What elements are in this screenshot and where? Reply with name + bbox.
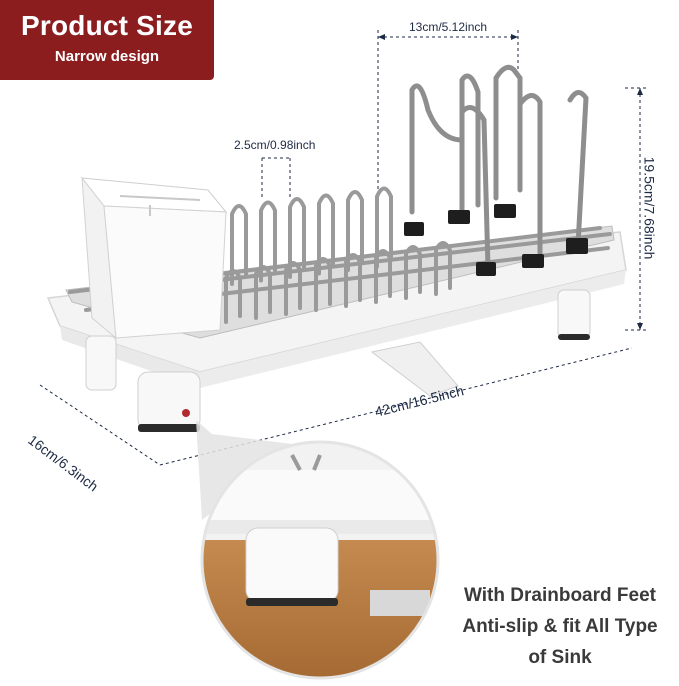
- plate-wire-front: [284, 261, 302, 316]
- plate-wire-front: [374, 249, 392, 304]
- drain-spout: [370, 341, 459, 397]
- product-size-badge: Product Size Narrow design: [0, 0, 214, 80]
- plate-wire-back: [375, 186, 393, 269]
- feet-caption: With Drainboard Feet Anti-slip & fit All…: [440, 580, 679, 673]
- caption-line-1: With Drainboard Feet: [464, 585, 656, 606]
- plate-wire-front: [434, 241, 452, 296]
- badge-title: Product Size: [21, 10, 193, 41]
- rack-feet: [85, 289, 591, 432]
- badge-subtitle: Narrow design: [54, 48, 160, 65]
- plate-wire-back: [346, 190, 364, 272]
- height-label: 19.5cm/7.68inch: [641, 156, 658, 260]
- caption-line-2: Anti-slip & fit All Type: [462, 616, 658, 637]
- spacing-plate-label: 2.5cm/0.98inch: [234, 138, 316, 152]
- plate-wire-back: [259, 200, 277, 283]
- caption-line-3: of Sink: [528, 647, 592, 668]
- plate-wire-front: [224, 269, 242, 324]
- zoom-callout: [196, 420, 440, 680]
- utensil-holder: [80, 176, 228, 340]
- plate-wire-back: [288, 197, 306, 279]
- pot-lid-holders: [409, 64, 589, 271]
- plate-wire-front: [254, 265, 272, 320]
- plate-wire-front: [404, 245, 422, 300]
- plate-wire-back: [230, 204, 248, 286]
- plate-wire-front: [344, 253, 362, 308]
- plate-wires: [224, 186, 452, 324]
- spacing-top-label: 13cm/5.12inch: [409, 20, 488, 34]
- wire-clips: [404, 204, 588, 276]
- plate-wire-front: [314, 257, 332, 312]
- plate-wire-back: [317, 193, 335, 276]
